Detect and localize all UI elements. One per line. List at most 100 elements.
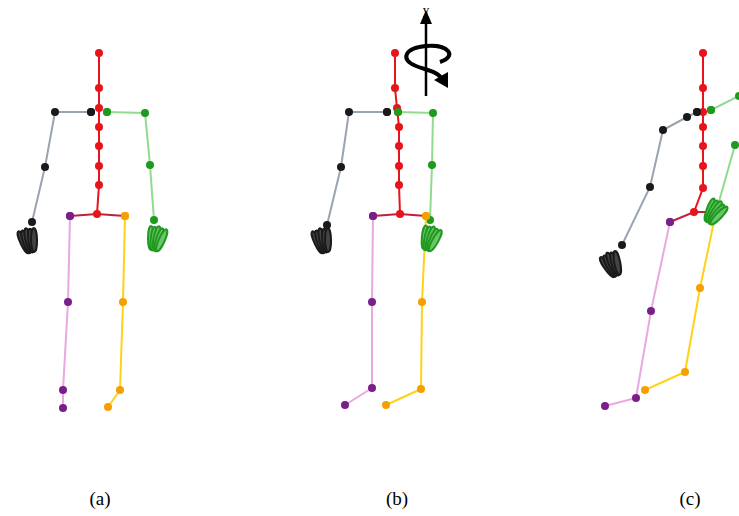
hand-shape [417, 224, 445, 255]
joint-dot [41, 163, 49, 171]
joint-dot [368, 298, 376, 306]
bone-line [645, 212, 716, 390]
axis-line [425, 22, 428, 96]
joint-dot [382, 401, 390, 409]
bone-line [107, 112, 154, 220]
joint-dot [95, 123, 103, 131]
joint-dot [601, 402, 609, 410]
joint-dot [428, 161, 436, 169]
joint-dot [394, 108, 402, 116]
joint-dot [693, 108, 701, 116]
joint-dot [395, 181, 403, 189]
joint-dot [690, 208, 698, 216]
joint-dot [699, 49, 707, 57]
bone-line [97, 53, 99, 214]
joint-dot [422, 212, 430, 220]
joint-dot [659, 126, 667, 134]
joint-dot [95, 162, 103, 170]
joint-dot [699, 84, 707, 92]
joint-dot [59, 404, 67, 412]
joint-dot [93, 210, 101, 218]
joint-dot [681, 368, 689, 376]
joint-dot [735, 92, 739, 100]
joint-dot [646, 183, 654, 191]
hand-shape [699, 196, 731, 229]
joint-dot [64, 298, 72, 306]
joint-dot [368, 384, 376, 392]
panel-label: (b) [386, 489, 408, 508]
bone-line [327, 112, 387, 225]
joint-dot [394, 108, 402, 116]
bone-line [398, 112, 433, 220]
joint-dot [87, 108, 95, 116]
hand-shape [309, 225, 337, 256]
joint-dot [103, 108, 111, 116]
joint-dot [95, 181, 103, 189]
joint-dot [116, 386, 124, 394]
joint-dot [383, 108, 391, 116]
joint-dot [59, 386, 67, 394]
joint-dot [146, 161, 154, 169]
panel-label: (a) [89, 489, 110, 508]
bone-line [395, 53, 400, 214]
rotation-arrowhead [434, 72, 448, 88]
joint-dot [51, 108, 59, 116]
bone-line [718, 145, 735, 205]
bone-line [622, 112, 697, 245]
joint-dot [707, 106, 715, 114]
joint-dot [418, 298, 426, 306]
joint-dot [731, 141, 739, 149]
joint-dot [341, 401, 349, 409]
joint-dot [87, 108, 95, 116]
bone-line [605, 222, 670, 406]
joint-dot [641, 386, 649, 394]
joint-dot [699, 184, 707, 192]
hand-shape [15, 225, 43, 256]
bone-line [108, 216, 125, 407]
bone-line [63, 216, 70, 408]
joint-dot [369, 212, 377, 220]
hand-shape [144, 224, 170, 253]
joint-dot [693, 108, 701, 116]
joint-dot [396, 210, 404, 218]
joint-dot [707, 106, 715, 114]
bone-line [345, 216, 373, 405]
joint-dot [66, 212, 74, 220]
hand-shape [597, 248, 628, 281]
joint-dot [383, 108, 391, 116]
joint-dot [66, 212, 74, 220]
joint-dot [95, 49, 103, 57]
joint-dot [337, 163, 345, 171]
joint-dot [121, 212, 129, 220]
joint-dot [632, 394, 640, 402]
joint-dot [618, 241, 626, 249]
rotation-arrow [406, 46, 449, 80]
axis-label: y [423, 3, 430, 16]
joint-dot [95, 104, 103, 112]
joint-dot [95, 84, 103, 92]
joint-dot [28, 218, 36, 226]
joint-dot [647, 307, 655, 315]
joint-dot [395, 162, 403, 170]
panel-label: (c) [679, 489, 700, 508]
joint-dot [345, 108, 353, 116]
joint-dot [422, 212, 430, 220]
joint-dot [429, 109, 437, 117]
joint-dot [95, 142, 103, 150]
joint-dot [391, 84, 399, 92]
joint-dot [119, 298, 127, 306]
joint-dot [150, 216, 158, 224]
joint-dot [683, 113, 691, 121]
joint-dot [395, 123, 403, 131]
joint-dot [141, 109, 149, 117]
joint-dot [369, 212, 377, 220]
joint-dot [666, 218, 674, 226]
bone-line [386, 216, 426, 405]
joint-dot [103, 108, 111, 116]
joint-dot [699, 162, 707, 170]
joint-dot [417, 385, 425, 393]
joint-dot [666, 218, 674, 226]
bone-line [711, 96, 739, 110]
joint-dot [104, 403, 112, 411]
